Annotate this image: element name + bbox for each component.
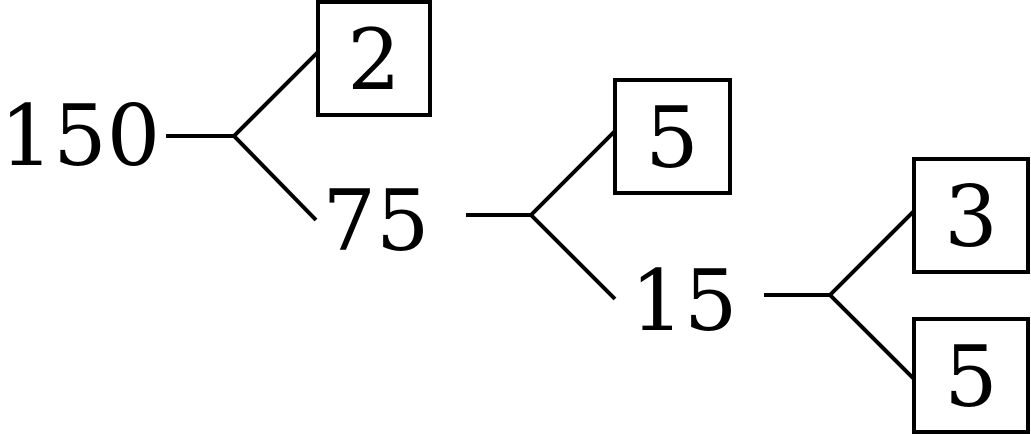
prime-box-5-lower: 5 xyxy=(912,317,1030,434)
composite-15: 15 xyxy=(631,252,738,350)
branch-75 xyxy=(466,129,617,301)
branch-150 xyxy=(166,50,320,222)
branch-15 xyxy=(764,209,916,381)
composite-75: 75 xyxy=(323,172,430,270)
root-number: 150 xyxy=(0,87,160,185)
prime-box-5-upper: 5 xyxy=(613,78,732,195)
prime-factor-2: 2 xyxy=(347,11,400,109)
prime-factor-5-lower: 5 xyxy=(944,328,997,426)
prime-box-3: 3 xyxy=(912,157,1030,274)
prime-factor-3: 3 xyxy=(944,168,997,266)
prime-box-2: 2 xyxy=(316,0,432,117)
prime-factor-5-upper: 5 xyxy=(645,89,698,187)
